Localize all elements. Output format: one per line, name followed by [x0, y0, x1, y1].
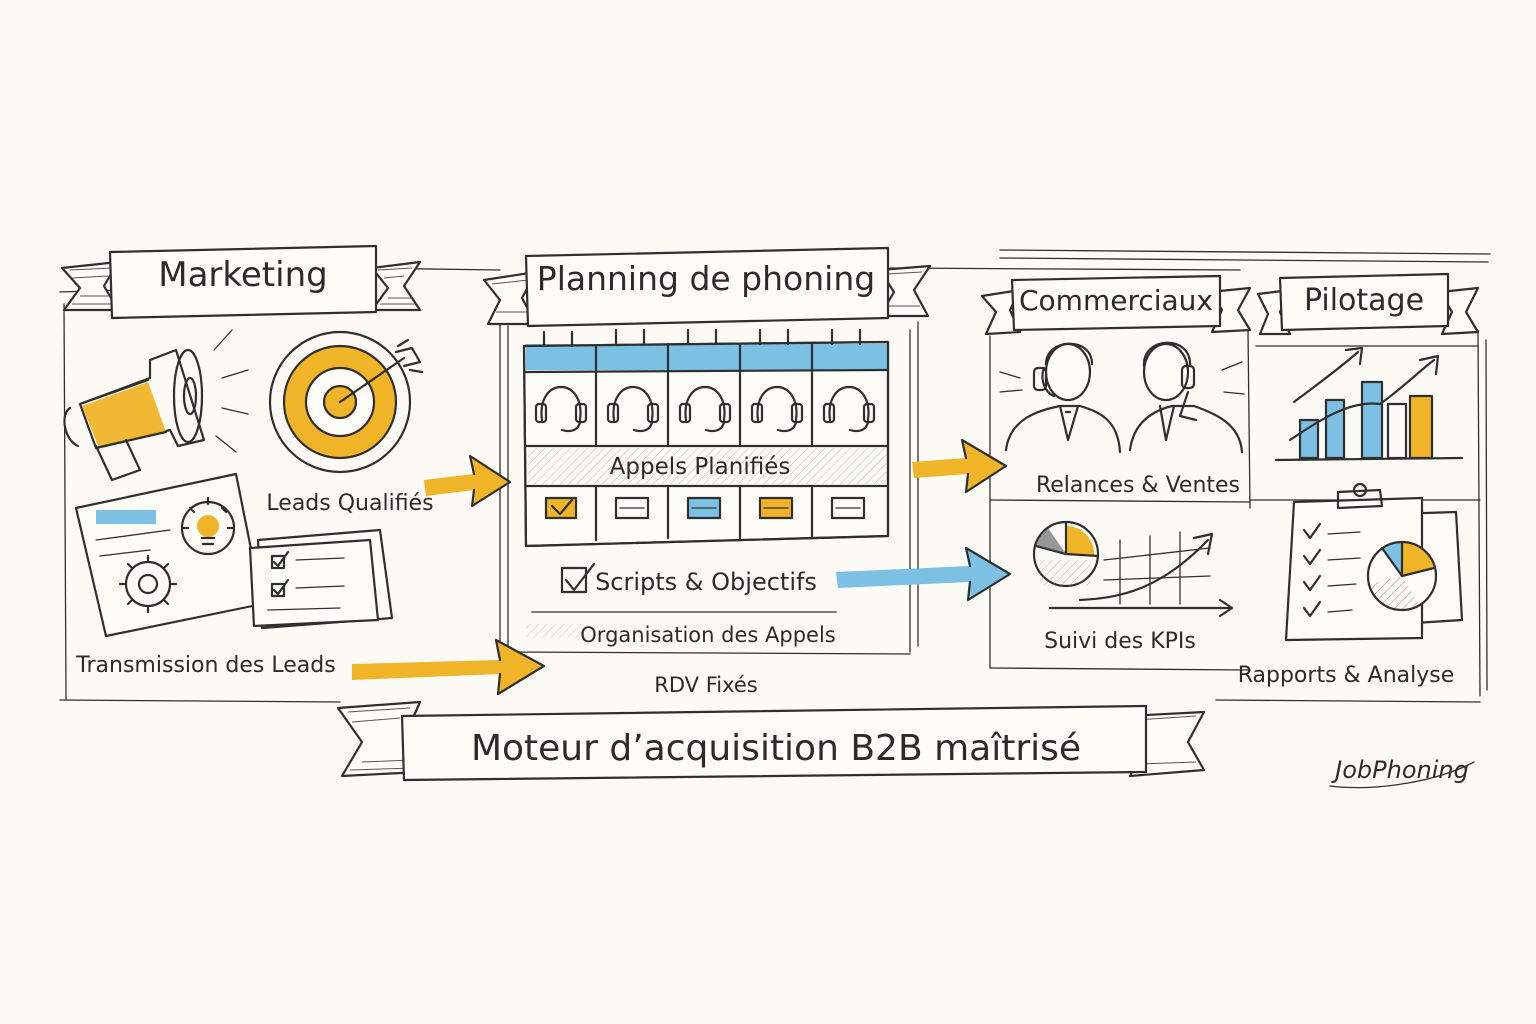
label-scripts-objectifs: Scripts & Objectifs — [595, 568, 817, 596]
title-marketing: Marketing — [158, 255, 327, 295]
arrow-calls-to-sales — [912, 438, 1008, 494]
label-relances-ventes: Relances & Ventes — [1036, 473, 1240, 498]
bar-chart-icon — [1274, 346, 1464, 462]
frame-lines — [59, 249, 1491, 703]
banner-commerciaux: Commerciaux — [980, 274, 1252, 336]
kpi-chart-icon — [1032, 520, 1234, 618]
label-appels-planifies: Appels Planifiés — [610, 454, 791, 480]
title-commerciaux: Commerciaux — [1019, 284, 1213, 317]
calendar-status-row — [544, 496, 866, 520]
lightbulb-gear-icon — [74, 472, 264, 638]
title-planning: Planning de phoning — [537, 259, 875, 298]
footer-banner-text: Moteur d’acquisition B2B maîtrisé — [471, 728, 1081, 769]
scripts-checkbox-icon — [560, 562, 596, 594]
hatch-decoration — [526, 624, 586, 638]
headset-icon — [750, 385, 804, 433]
label-transmission-leads: Transmission des Leads — [75, 653, 335, 678]
label-rdv-fixes: RDV Fixés — [654, 673, 757, 697]
calendar-icon — [522, 328, 890, 548]
label-rapports-analyse: Rapports & Analyse — [1238, 663, 1455, 688]
label-leads-qualifies: Leads Qualifiés — [266, 491, 433, 516]
headset-icon — [606, 385, 660, 433]
arrow-scripts-to-kpis — [836, 546, 1012, 602]
title-pilotage: Pilotage — [1304, 283, 1424, 318]
headset-icon — [534, 385, 588, 433]
checklist-icon — [248, 528, 394, 630]
megaphone-icon — [63, 329, 249, 482]
label-organisation-appels: Organisation des Appels — [580, 623, 835, 647]
people-icon — [999, 341, 1245, 454]
banner-planning: Planning de phoning — [482, 246, 932, 328]
banner-marketing: Marketing — [60, 244, 422, 320]
signature-text: JobPhoning — [1331, 756, 1469, 784]
label-suivi-kpis: Suivi des KPIs — [1044, 629, 1196, 654]
headset-icon — [822, 385, 876, 433]
banner-pilotage: Pilotage — [1256, 272, 1480, 336]
pie-chart-icon — [1366, 540, 1438, 612]
arrow-transmission-to-rdv — [352, 638, 546, 696]
target-icon — [268, 330, 424, 474]
signature: JobPhoning — [1329, 756, 1475, 789]
footer-banner: Moteur d’acquisition B2B maîtrisé — [336, 700, 1206, 782]
headset-row — [534, 385, 876, 433]
headset-icon — [678, 385, 732, 433]
arrow-leads-to-planning — [424, 454, 512, 508]
